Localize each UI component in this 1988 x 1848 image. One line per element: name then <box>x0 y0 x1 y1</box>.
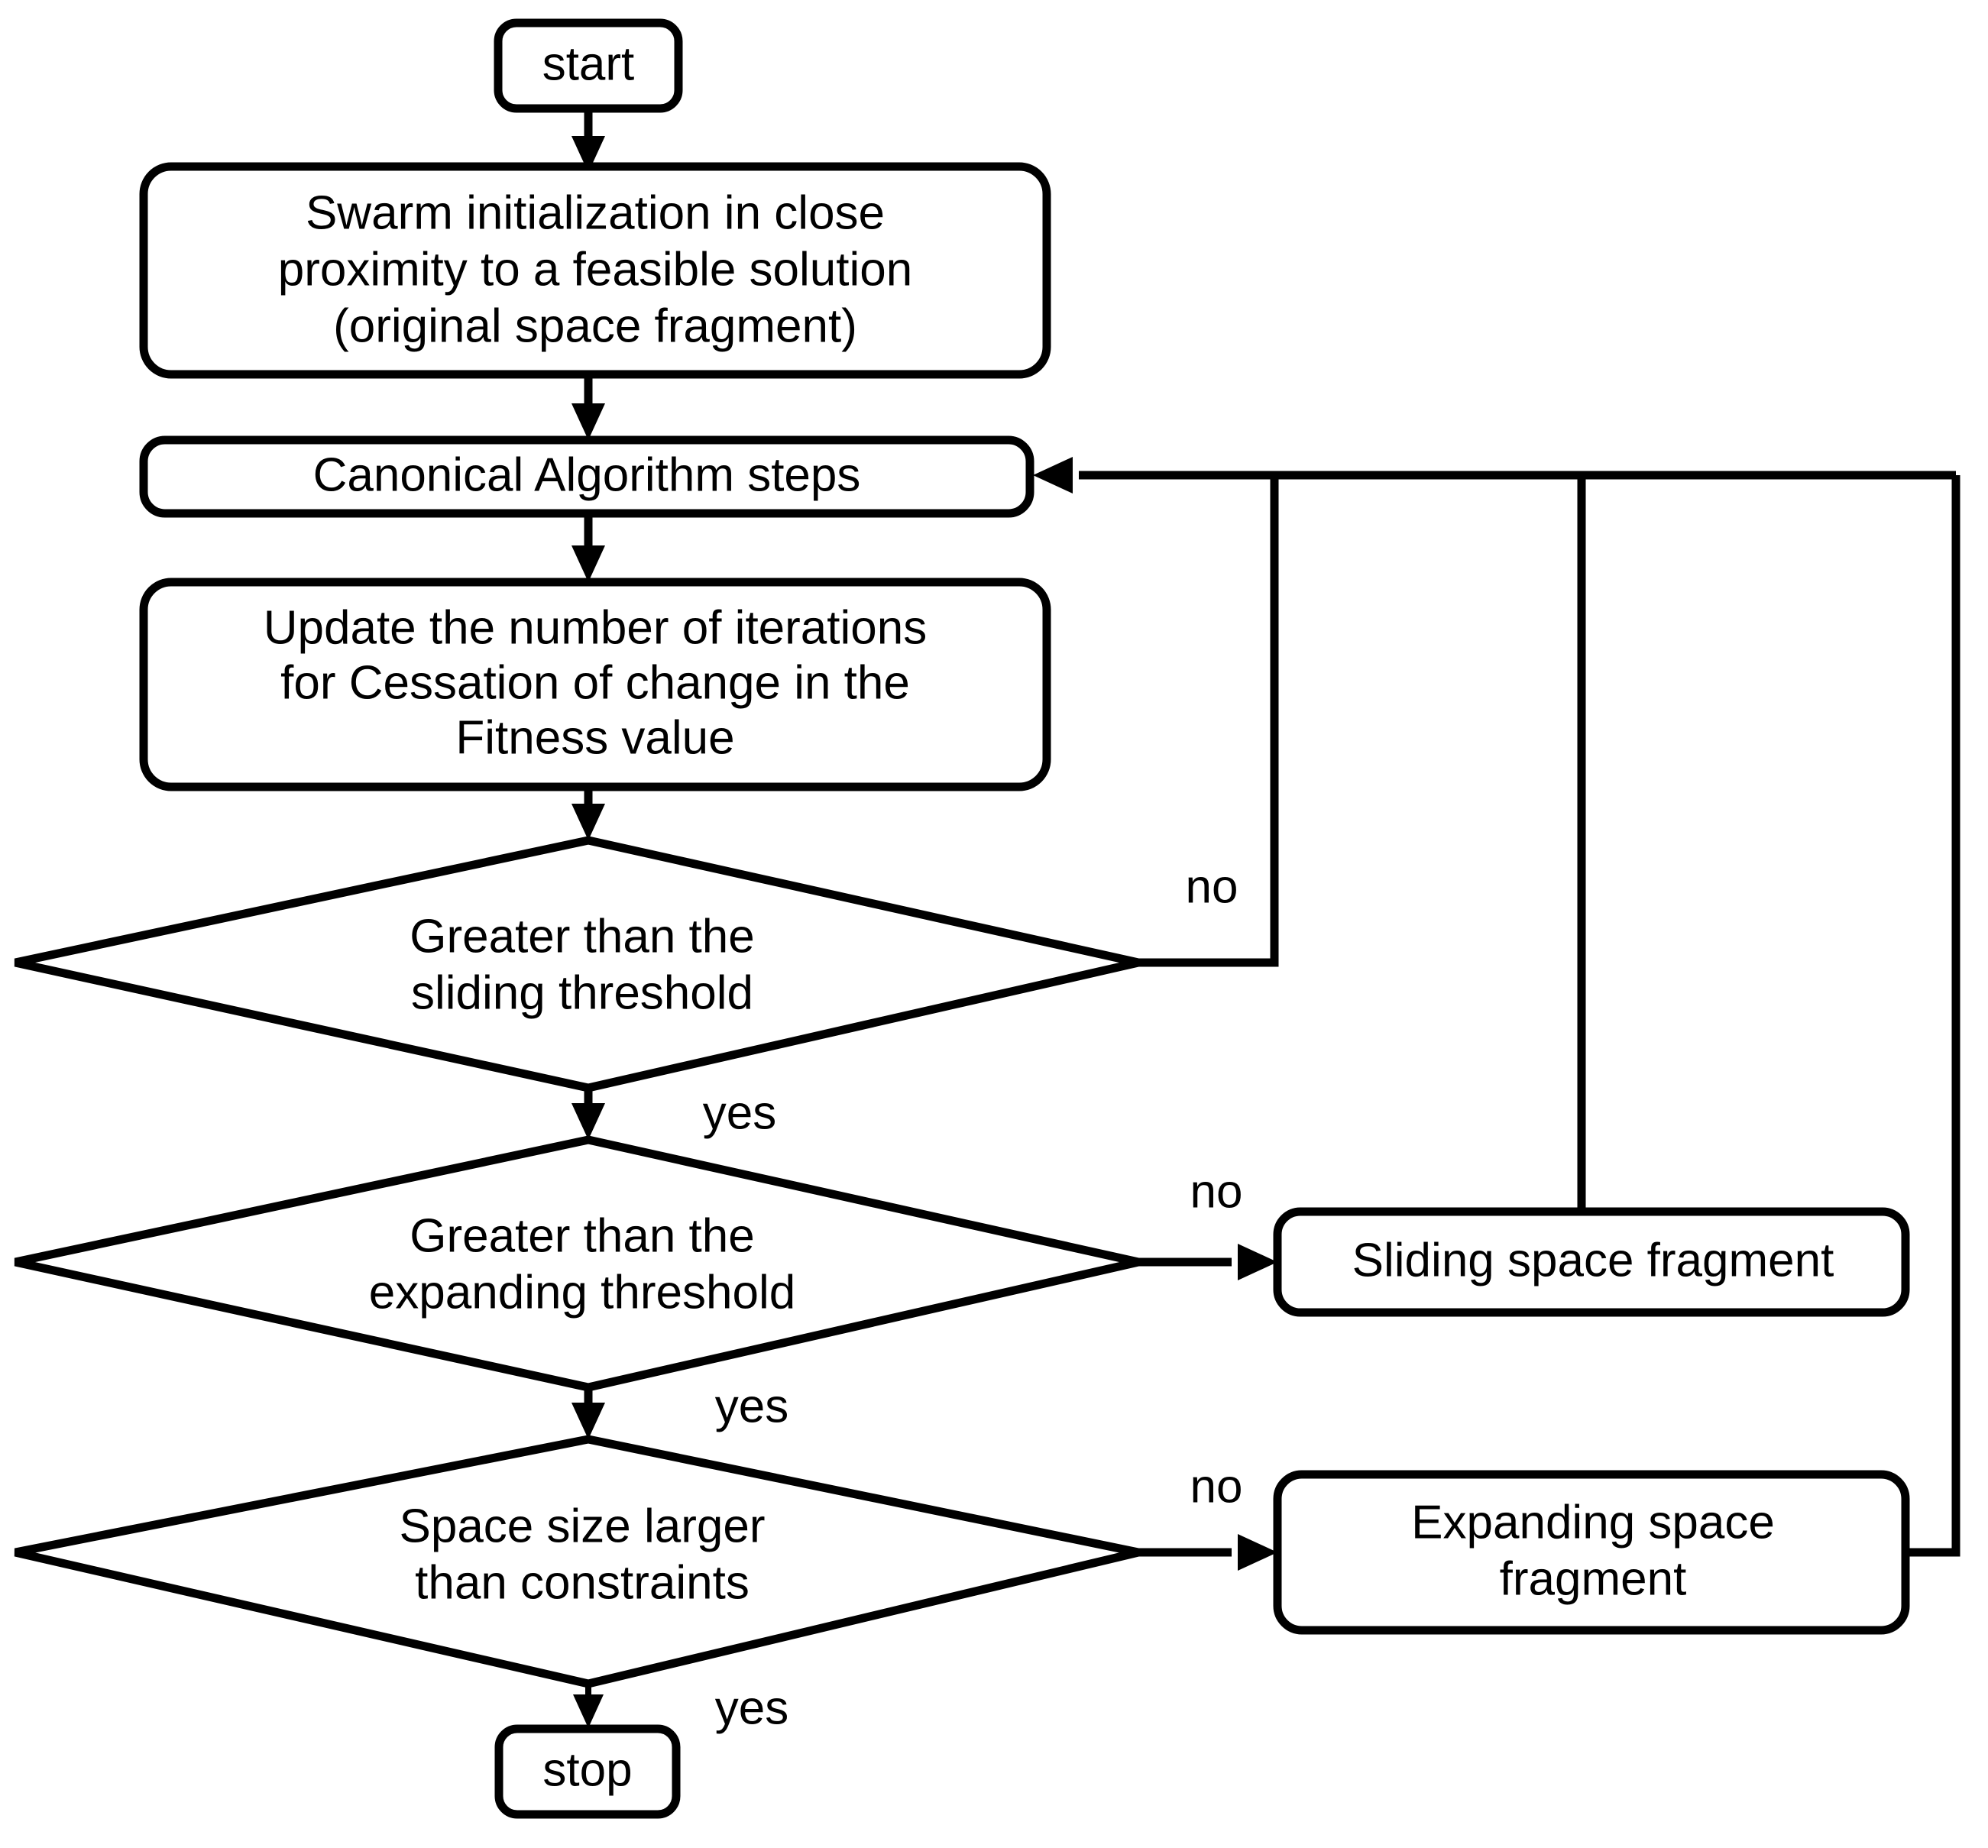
node-update-iterations[interactable]: Update the number of iterations for Cess… <box>139 578 1051 791</box>
edge-label-yes-expanding: yes <box>715 1380 788 1432</box>
sliding-space-fragment-shape <box>1273 1207 1910 1317</box>
start-label: start <box>542 37 635 90</box>
update-iterations-label-line3: Fitness value <box>455 711 734 764</box>
node-start[interactable]: start <box>494 18 683 113</box>
edge-label-yes-sliding: yes <box>703 1086 776 1139</box>
swarm-initialization-label-line3: (original space fragment) <box>333 299 857 352</box>
node-decision-sliding-threshold[interactable]: Greater than the sliding threshold <box>14 836 1140 1092</box>
edge-label-no-sliding: no <box>1186 860 1238 913</box>
update-iterations-label-line2: for Cessation of change in the <box>280 656 910 709</box>
edge-decision-sliding-yes-to-decision-expanding <box>571 1088 605 1140</box>
decision-sliding-threshold-label-line1: Greater than the <box>410 910 755 963</box>
expanding-space-fragment-label-line2: fragment <box>1500 1552 1687 1605</box>
start-shape <box>494 18 683 113</box>
stop-shape <box>494 1724 681 1819</box>
decision-sliding-threshold-shape <box>14 836 1140 1092</box>
canonical-algorithm-steps-shape <box>139 435 1034 518</box>
edge-expanding-fragment-to-canonical <box>1905 475 1960 1557</box>
stop-label: stop <box>542 1743 632 1796</box>
update-iterations-label-line1: Update the number of iterations <box>264 601 928 654</box>
swarm-initialization-label-line1: Swarm initialization in close <box>306 186 885 239</box>
update-iterations-shape <box>139 578 1051 791</box>
edge-label-yes-space-size: yes <box>715 1681 788 1734</box>
node-decision-space-size[interactable]: Space size larger than constraints <box>14 1435 1140 1688</box>
decision-space-size-label-line2: than constraints <box>415 1556 750 1609</box>
decision-sliding-threshold-label-line2: sliding threshold <box>411 966 753 1019</box>
edge-swarm-init-to-canonical <box>571 374 605 440</box>
edge-decision-space-size-yes-to-stop <box>573 1684 604 1728</box>
edge-decision-expanding-no-to-sliding-fragment <box>1138 1244 1277 1280</box>
edge-decision-sliding-no-to-canonical <box>1033 457 1279 967</box>
node-swarm-initialization[interactable]: Swarm initialization in close proximity … <box>139 162 1051 379</box>
decision-space-size-label-line1: Space size larger <box>399 1500 765 1552</box>
decision-space-size-shape <box>14 1435 1140 1688</box>
node-stop[interactable]: stop <box>494 1724 681 1819</box>
decision-expanding-threshold-label-line1: Greater than the <box>410 1209 755 1262</box>
decision-expanding-threshold-shape <box>14 1135 1140 1392</box>
expanding-space-fragment-label-line1: Expanding space <box>1411 1496 1775 1549</box>
edge-start-to-swarm-init <box>571 107 605 173</box>
node-canonical-algorithm-steps[interactable]: Canonical Algorithm steps <box>139 435 1034 518</box>
expanding-space-fragment-shape <box>1273 1470 1910 1635</box>
node-sliding-space-fragment[interactable]: Sliding space fragment <box>1273 1207 1910 1317</box>
canonical-algorithm-steps-label: Canonical Algorithm steps <box>313 448 861 501</box>
node-expanding-space-fragment[interactable]: Expanding space fragment <box>1273 1470 1910 1635</box>
edge-decision-space-size-no-to-expanding-fragment <box>1138 1534 1277 1571</box>
edge-decision-expanding-yes-to-decision-space-size <box>571 1387 605 1439</box>
node-decision-expanding-threshold[interactable]: Greater than the expanding threshold <box>14 1135 1140 1392</box>
decision-expanding-threshold-label-line2: expanding threshold <box>369 1266 795 1319</box>
edge-canonical-to-update-iterations <box>571 513 605 582</box>
edge-update-iterations-to-decision-sliding <box>571 787 605 840</box>
swarm-initialization-shape <box>139 162 1051 379</box>
sliding-space-fragment-label: Sliding space fragment <box>1352 1234 1834 1286</box>
edge-label-no-space-size: no <box>1190 1460 1243 1513</box>
edge-label-no-expanding: no <box>1190 1165 1243 1218</box>
swarm-initialization-label-line2: proximity to a feasible solution <box>278 243 913 296</box>
